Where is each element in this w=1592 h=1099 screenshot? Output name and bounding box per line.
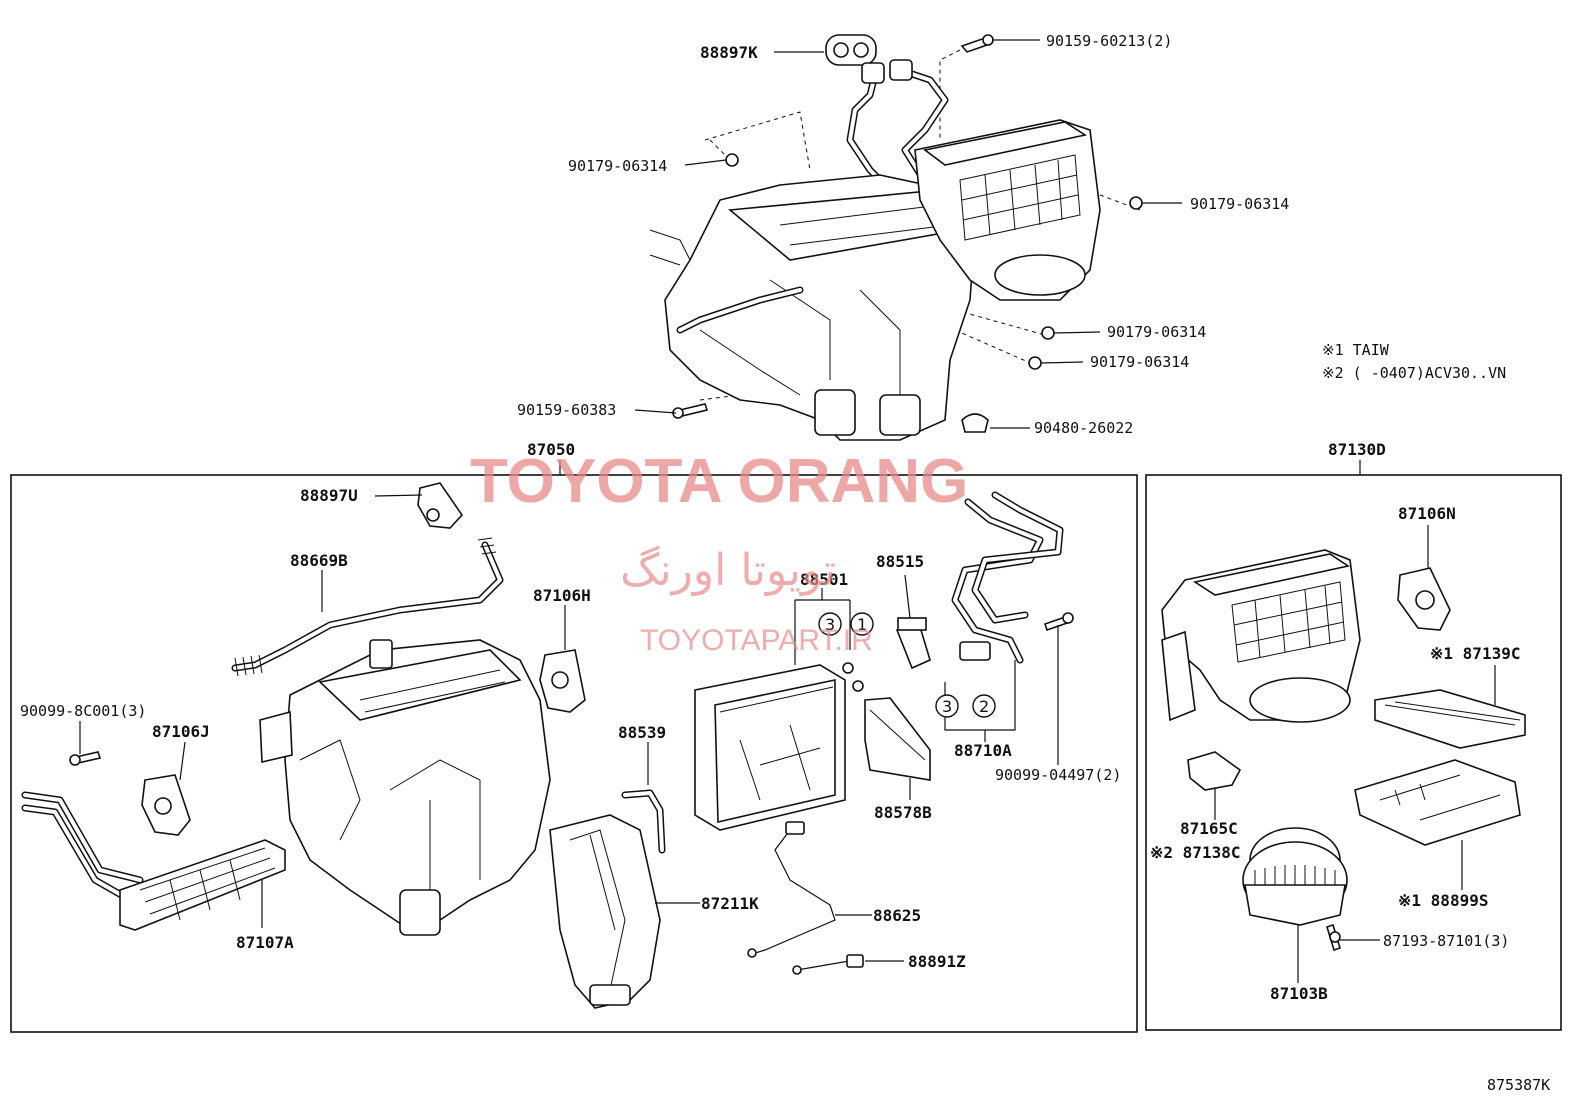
label-88710A: 88710A: [954, 741, 1012, 760]
servo-87106N-icon: [1397, 567, 1451, 631]
heater-unit-87050-icon: [259, 639, 551, 936]
screw-90099-04497-icon: [1043, 612, 1074, 632]
figure-code: 875387K: [1487, 1076, 1550, 1094]
circle-3-a: 3: [825, 615, 835, 634]
circle-1: 1: [857, 615, 867, 634]
label-87165C: 87165C: [1180, 819, 1238, 838]
label-88501: 88501: [800, 570, 848, 589]
label-87106J: 87106J: [152, 722, 210, 741]
top-fasteners-icon: [672, 34, 1143, 433]
label-90179-06314-d: 90179-06314: [1090, 353, 1189, 371]
screw-90099-8C001-icon: [69, 751, 102, 766]
label-88515: 88515: [876, 552, 924, 571]
left-box-title: 87050: [527, 440, 575, 459]
resistor-87165C-icon: [1187, 751, 1242, 791]
label-90179-06314-c: 90179-06314: [1107, 323, 1206, 341]
blower-motor-87103B-icon: [1242, 827, 1348, 926]
top-assembly: 88897K 90159-60213(2) 90179-06314 90179-…: [517, 32, 1289, 441]
hose-88539-icon: [621, 789, 666, 854]
screw-87193-87101-icon: [1326, 923, 1341, 952]
label-90480-26022: 90480-26022: [1034, 419, 1133, 437]
label-88578B: 88578B: [874, 803, 932, 822]
label-87193-87101: 87193-87101(3): [1383, 932, 1509, 950]
label-88891Z: 88891Z: [908, 952, 966, 971]
label-90179-06314-b: 90179-06314: [1190, 195, 1289, 213]
thermistor-88625-icon: [747, 821, 836, 958]
top-blower-unit-icon: [914, 119, 1101, 301]
label-87211K: 87211K: [701, 894, 759, 913]
right-box-frame: [1145, 474, 1562, 1031]
cabin-filter-87139C-icon: [1374, 689, 1526, 749]
heater-core-87107A-icon: [21, 791, 286, 931]
watermark-brand: TOYOTA ORANG: [470, 447, 968, 516]
filter-case-88899S-icon: [1354, 759, 1521, 846]
right-box-title: 87130D: [1328, 440, 1386, 459]
note-2: ※2 ( -0407)ACV30..VN: [1322, 364, 1506, 382]
duct-87211K-icon: [549, 814, 661, 1009]
evaporator-88501-icon: [694, 664, 846, 831]
label-90159-60213: 90159-60213(2): [1046, 32, 1172, 50]
label-90179-06314-a: 90179-06314: [568, 157, 667, 175]
grommet-88897U-icon: [417, 482, 464, 529]
circle-2: 2: [979, 697, 989, 716]
label-87103B: 87103B: [1270, 984, 1328, 1003]
sensor-88891Z-icon: [792, 954, 864, 975]
label-90099-04497: 90099-04497(2): [995, 766, 1121, 784]
watermark-site: TOYOTAPART.IR: [640, 624, 873, 657]
label-88897U: 88897U: [300, 486, 358, 505]
label-87139C: ※1 87139C: [1430, 644, 1520, 663]
label-87106N: 87106N: [1398, 504, 1456, 523]
label-88669B: 88669B: [290, 551, 348, 570]
note-1: ※1 TAIW: [1322, 341, 1390, 359]
filter-plate-88578B-icon: [864, 697, 931, 781]
label-88897K: 88897K: [700, 43, 758, 62]
expansion-valve-88515-icon: [895, 617, 931, 670]
servo-87106H-icon: [539, 649, 586, 713]
watermark-brand-fa: تویوتا اورنگ: [620, 545, 836, 596]
label-88899S: ※1 88899S: [1398, 891, 1488, 910]
blower-housing-87130D-icon: [1161, 549, 1361, 723]
label-87138C: ※2 87138C: [1150, 843, 1240, 862]
label-90159-60383: 90159-60383: [517, 401, 616, 419]
label-90099-8C001: 90099-8C001(3): [20, 702, 146, 720]
watermark: TOYOTA ORANG تویوتا اورنگ TOYOTAPART.IR: [470, 447, 968, 657]
right-box-87130D: 87130D: [1145, 440, 1562, 1031]
label-88539: 88539: [618, 723, 666, 742]
circle-3-b: 3: [942, 697, 952, 716]
left-box-frame: [10, 474, 1138, 1033]
label-87107A: 87107A: [236, 933, 294, 952]
grommet-88897K-icon: [825, 34, 877, 66]
label-87106H: 87106H: [533, 586, 591, 605]
top-heater-unit-icon: [649, 174, 976, 441]
label-88625: 88625: [873, 906, 921, 925]
pipes-88710A-icon: [951, 491, 1064, 664]
drain-hose-88669B-icon: [231, 537, 504, 677]
servo-87106J-icon: [141, 774, 191, 836]
left-box-87050: 87050: [10, 440, 1138, 1033]
